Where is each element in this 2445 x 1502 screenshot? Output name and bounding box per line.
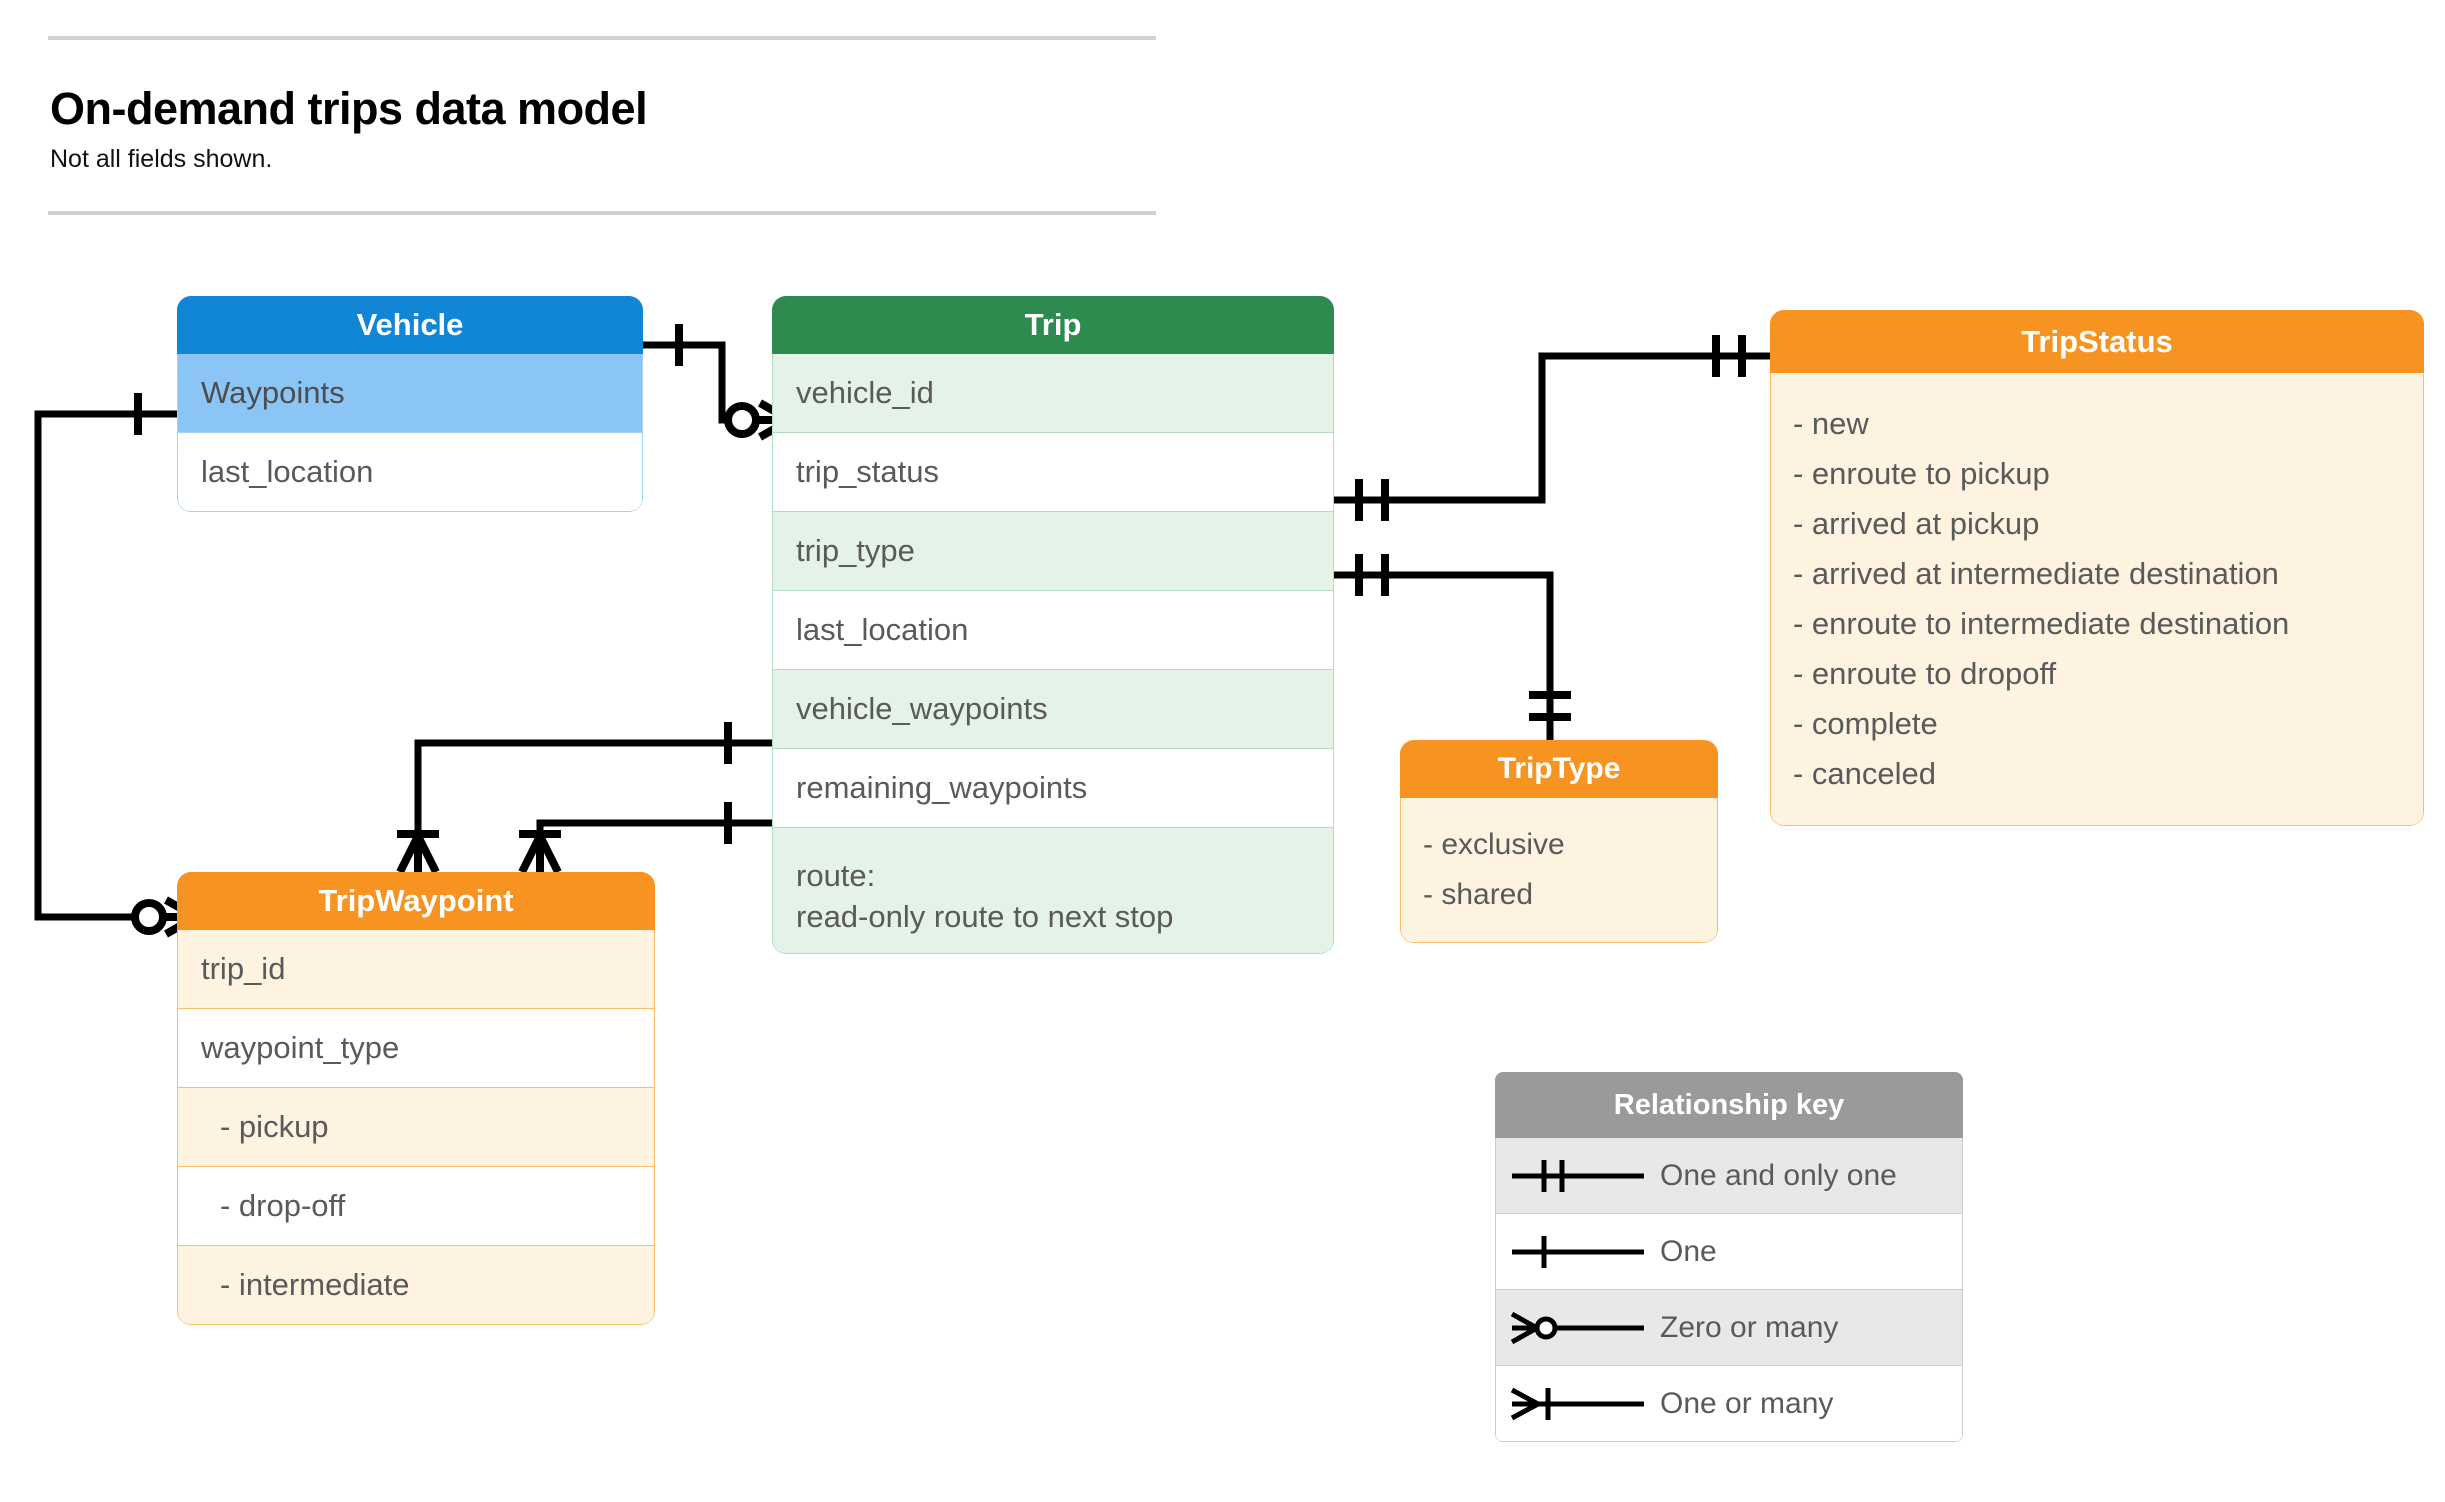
legend-row-one-or-many: One or many [1495, 1366, 1963, 1442]
list-item: - arrived at intermediate destination [1793, 556, 2279, 591]
entity-trip-waypoint-title: TripWaypoint [177, 872, 655, 930]
connector-trip-triptype [1334, 571, 1554, 740]
list-item: - new [1793, 406, 1869, 441]
field-tripwaypoint-intermediate[interactable]: - intermediate [177, 1246, 655, 1325]
legend-row-one-and-only-one: One and only one [1495, 1138, 1963, 1214]
entity-trip-type[interactable]: TripType - exclusive - shared [1400, 740, 1718, 943]
connector-vehicle-trip [643, 341, 755, 424]
connector-trip-tripstatus [1334, 352, 1770, 504]
field-trip-trip-type[interactable]: trip_type [772, 512, 1334, 591]
field-vehicle-last-location[interactable]: last_location [177, 433, 643, 512]
legend-label: One or many [1660, 1386, 1834, 1420]
field-trip-trip-status[interactable]: trip_status [772, 433, 1334, 512]
one-or-many-icon [1496, 1381, 1660, 1427]
legend-label: Zero or many [1660, 1310, 1839, 1344]
list-item: - arrived at pickup [1793, 506, 2040, 541]
field-tripwaypoint-drop-off[interactable]: - drop-off [177, 1167, 655, 1246]
list-item: - enroute to dropoff [1793, 656, 2057, 691]
field-tripwaypoint-waypoint-type[interactable]: waypoint_type [177, 1009, 655, 1088]
list-item: - complete [1793, 706, 1938, 741]
connector-vehicle-waypoints-field [414, 739, 772, 872]
page-header: On-demand trips data model Not all field… [48, 36, 1156, 215]
entity-trip-status-values: - new - enroute to pickup - arrived at p… [1770, 373, 2424, 826]
entity-trip-status[interactable]: TripStatus - new - enroute to pickup - a… [1770, 310, 2424, 826]
legend-label: One [1660, 1234, 1717, 1268]
entity-vehicle-title: Vehicle [177, 296, 643, 354]
page-subtitle: Not all fields shown. [50, 144, 273, 173]
header-rule-top [48, 36, 1156, 40]
field-trip-route-line-2: read-only route to next stop [796, 898, 1174, 934]
field-vehicle-waypoints[interactable]: Waypoints [177, 354, 643, 433]
field-trip-route[interactable]: route: read-only route to next stop [772, 828, 1334, 954]
legend-row-one: One [1495, 1214, 1963, 1290]
entity-trip-title: Trip [772, 296, 1334, 354]
connector-remaining-waypoints-field [536, 819, 772, 872]
list-item: - enroute to intermediate destination [1793, 606, 2290, 641]
entity-vehicle[interactable]: Vehicle Waypoints last_location [177, 296, 643, 512]
list-item: - shared [1423, 878, 1534, 911]
entity-trip-status-title: TripStatus [1770, 310, 2424, 373]
field-tripwaypoint-pickup[interactable]: - pickup [177, 1088, 655, 1167]
relationship-key-legend: Relationship key One and only one One [1495, 1072, 1963, 1442]
field-trip-last-location[interactable]: last_location [772, 591, 1334, 670]
entity-trip-type-values: - exclusive - shared [1400, 798, 1718, 943]
header-rule-bottom [48, 211, 1156, 215]
one-and-only-one-icon [1496, 1153, 1660, 1199]
entity-trip-type-title: TripType [1400, 740, 1718, 798]
entity-trip[interactable]: Trip vehicle_id trip_status trip_type la… [772, 296, 1334, 954]
list-item: - canceled [1793, 756, 1937, 791]
connector-vehicle-waypoints-tripwaypoint [34, 410, 177, 921]
relationship-key-title: Relationship key [1495, 1072, 1963, 1138]
page-title: On-demand trips data model [50, 83, 648, 134]
list-item: - enroute to pickup [1793, 456, 2050, 491]
one-icon [1496, 1229, 1660, 1275]
field-trip-vehicle-id[interactable]: vehicle_id [772, 354, 1334, 433]
field-trip-route-line-1: route: [796, 858, 876, 893]
legend-label: One and only one [1660, 1158, 1897, 1192]
field-trip-vehicle-waypoints[interactable]: vehicle_waypoints [772, 670, 1334, 749]
legend-row-zero-or-many: Zero or many [1495, 1290, 1963, 1366]
field-trip-remaining-waypoints[interactable]: remaining_waypoints [772, 749, 1334, 828]
zero-or-many-icon [1496, 1305, 1660, 1351]
field-tripwaypoint-trip-id[interactable]: trip_id [177, 930, 655, 1009]
entity-trip-waypoint[interactable]: TripWaypoint trip_id waypoint_type - pic… [177, 872, 655, 1325]
list-item: - exclusive [1423, 828, 1565, 861]
